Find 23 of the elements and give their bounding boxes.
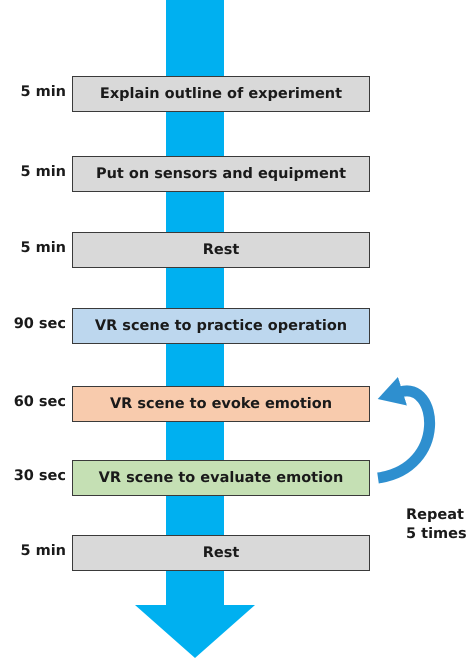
step-box xyxy=(72,386,370,422)
step-text: Put on sensors and equipment xyxy=(96,166,346,182)
step-box xyxy=(72,156,370,192)
duration-label: 5 min xyxy=(19,543,66,559)
edge-label: Repeat 5 times xyxy=(406,506,468,544)
step-box xyxy=(72,308,370,344)
duration-label: 30 sec xyxy=(12,468,66,484)
duration-label: 5 min xyxy=(19,240,66,256)
step-box xyxy=(72,535,370,571)
step-text: Rest xyxy=(202,242,240,258)
step-text: VR scene to practice operation xyxy=(94,318,348,334)
step-text: Rest xyxy=(202,545,240,561)
step-text: VR scene to evaluate emotion xyxy=(98,470,344,486)
duration-label: 5 min xyxy=(19,84,66,100)
duration-label: 60 sec xyxy=(12,394,66,410)
step-box xyxy=(72,76,370,112)
duration-label: 90 sec xyxy=(12,316,66,332)
repeat-arrow xyxy=(376,378,435,484)
step-box xyxy=(72,232,370,268)
step-box xyxy=(72,460,370,496)
duration-label: 5 min xyxy=(19,164,66,180)
step-text: VR scene to evoke emotion xyxy=(110,396,332,412)
step-text: Explain outline of experiment xyxy=(100,86,342,102)
